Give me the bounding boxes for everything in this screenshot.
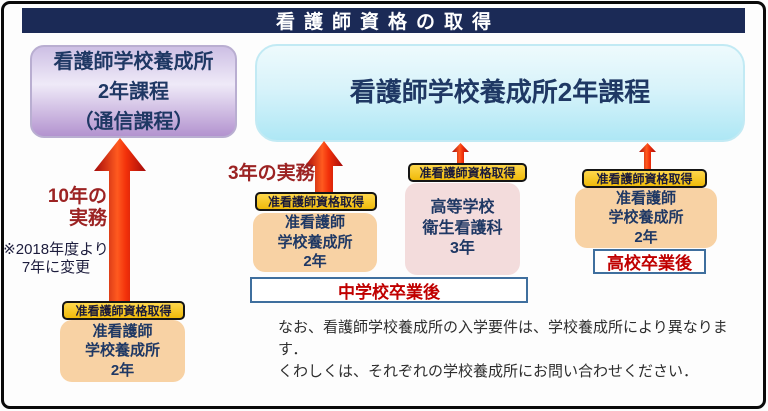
main-course-box: 看護師学校養成所2年課程 bbox=[255, 44, 745, 142]
school-box-assistant-nurse: 准看護師 学校養成所 2年 bbox=[575, 188, 717, 248]
school-box-assistant-nurse: 准看護師 学校養成所 2年 bbox=[60, 320, 185, 382]
license-badge: 准看護師資格取得 bbox=[62, 301, 185, 320]
school-box-high-school-nursing: 高等学校 衛生看護科 3年 bbox=[405, 183, 520, 275]
license-badge: 准看護師資格取得 bbox=[255, 192, 377, 211]
after-high-school-box: 高校卒業後 bbox=[593, 249, 706, 274]
revision-note: ※2018年度より 7年に変更 bbox=[3, 241, 109, 276]
license-badge: 准看護師資格取得 bbox=[408, 163, 527, 182]
experience-label-3years: 3年の実務 bbox=[228, 163, 315, 184]
up-arrow-icon bbox=[305, 141, 343, 193]
correspondence-course-box: 看護師学校養成所 2年課程 （通信課程） bbox=[30, 45, 237, 138]
up-arrow-icon bbox=[639, 143, 656, 171]
footnote-text: なお、看護師学校養成所の入学要件は、学校養成所により異なります． くわしくは、そ… bbox=[278, 319, 728, 380]
page-title-bar: 看護師資格の取得 bbox=[22, 8, 745, 33]
up-arrow-icon bbox=[452, 143, 469, 165]
up-arrow-icon bbox=[94, 138, 146, 302]
license-badge: 准看護師資格取得 bbox=[582, 169, 707, 188]
experience-label-10years: 10年の 実務 bbox=[47, 186, 107, 229]
school-box-assistant-nurse: 准看護師 学校養成所 2年 bbox=[253, 213, 377, 272]
after-junior-high-school-box: 中学校卒業後 bbox=[250, 277, 528, 303]
page-title: 看護師資格の取得 bbox=[275, 12, 500, 33]
